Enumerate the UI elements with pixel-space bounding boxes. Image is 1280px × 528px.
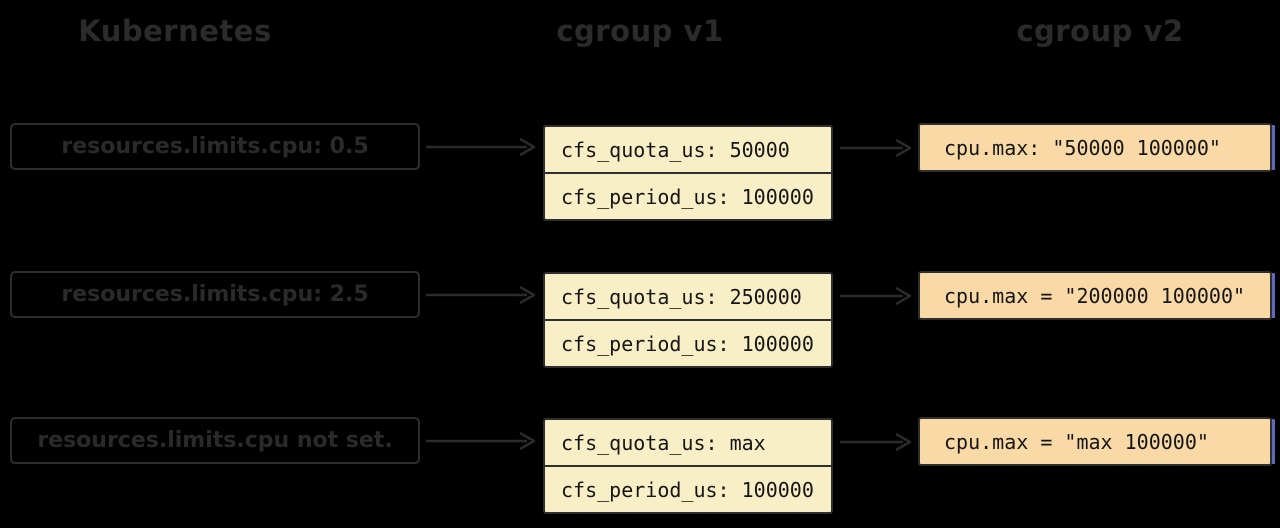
column-header-cgroup-v2: cgroup v2 xyxy=(1016,14,1184,48)
cfs-period-value: cfs_period_us: 100000 xyxy=(545,172,831,219)
cfs-period-value: cfs_period_us: 100000 xyxy=(545,465,831,512)
arrow-right-icon xyxy=(426,285,536,305)
cgroup-v1-box-row1: cfs_quota_us: 50000 cfs_period_us: 10000… xyxy=(543,125,833,221)
cfs-quota-value: cfs_quota_us: 250000 xyxy=(561,284,802,309)
k8s-limit-box-row3: resources.limits.cpu not set. xyxy=(10,417,420,464)
cgroup-v2-box-row2: cpu.max = "200000 100000" xyxy=(918,271,1272,320)
column-header-cgroup-v1: cgroup v1 xyxy=(556,14,724,48)
k8s-limit-box-row2: resources.limits.cpu: 2.5 xyxy=(10,271,420,318)
arrow-right-icon xyxy=(426,137,536,157)
column-header-kubernetes: Kubernetes xyxy=(78,14,272,48)
cgroup-v2-box-row1: cpu.max: "50000 100000" xyxy=(918,123,1272,172)
cfs-quota-value: cfs_quota_us: max xyxy=(561,430,766,455)
arrow-right-icon xyxy=(840,286,912,306)
cgroup-v2-box-row3: cpu.max = "max 100000" xyxy=(918,417,1272,466)
cgroup-v1-box-row2: cfs_quota_us: 250000 cfs_period_us: 1000… xyxy=(543,272,833,368)
k8s-limit-box-row1: resources.limits.cpu: 0.5 xyxy=(10,123,420,170)
arrow-right-icon xyxy=(426,431,536,451)
arrow-right-icon xyxy=(840,138,912,158)
cgroup-v1-box-row3: cfs_quota_us: max cfs_period_us: 100000 xyxy=(543,418,833,514)
cfs-period-value: cfs_period_us: 100000 xyxy=(545,319,831,366)
arrow-right-icon xyxy=(840,432,912,452)
cfs-quota-value: cfs_quota_us: 50000 xyxy=(561,137,790,162)
